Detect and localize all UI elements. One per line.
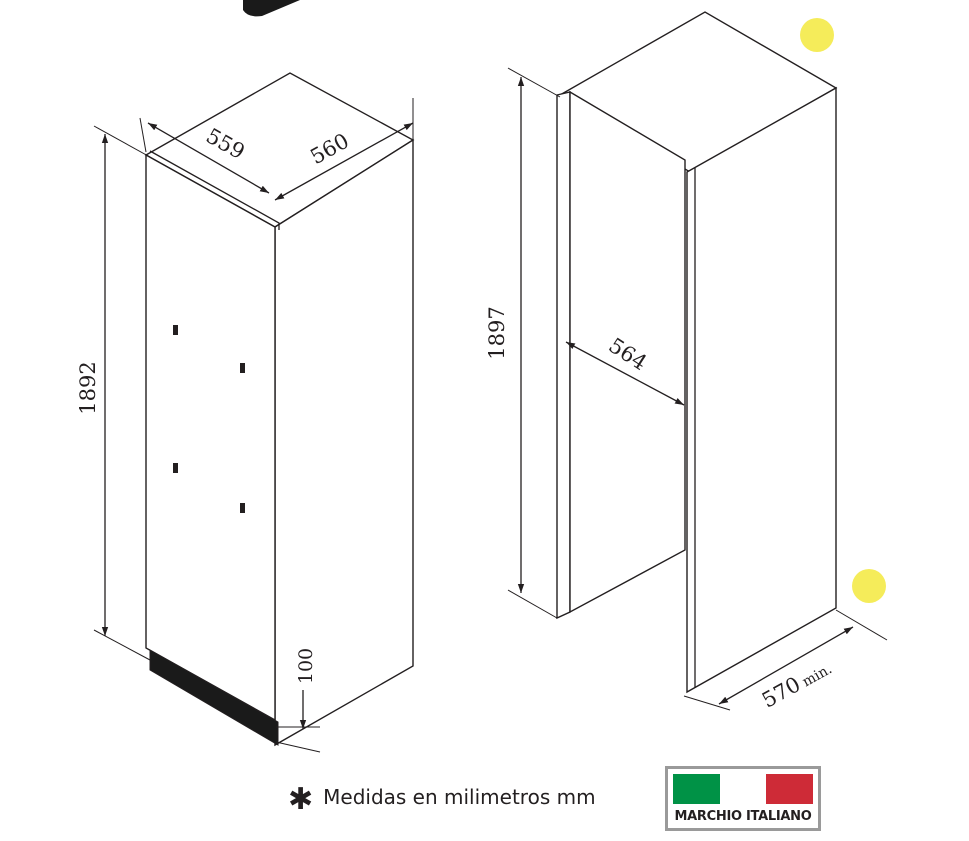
width-dimension-line	[274, 122, 414, 201]
niche-left-panel	[556, 91, 571, 620]
plinth-ext-bottom	[275, 741, 321, 753]
appliance-plinth	[149, 649, 279, 746]
niche-drawing: 1897 564 570 min.	[485, 11, 888, 713]
depth-dimension-line	[147, 122, 270, 194]
niche-width-ext-left	[683, 695, 731, 711]
door-hinge-3	[173, 463, 178, 473]
asterisk-icon: ✱	[288, 782, 314, 817]
niche-height-ext-top	[507, 67, 561, 98]
badge-label: MARCHIO ITALIANO	[674, 809, 812, 824]
flag-stripe-green	[673, 774, 720, 804]
marker-dot-bottom	[852, 569, 886, 603]
niche-width-ext-right	[835, 609, 888, 641]
niche-right-panel	[686, 86, 837, 694]
marker-dot-top	[800, 18, 834, 52]
measurement-note: ✱ Medidas en milimetros mm	[288, 782, 596, 817]
plinth-height-label: 100	[295, 648, 317, 684]
measurement-note-text: Medidas en milimetros mm	[323, 785, 596, 809]
niche-width-dimension-line	[718, 626, 854, 705]
appliance-drawing: 1892 559 560 100	[76, 72, 415, 753]
niche-height-ext-bottom	[507, 589, 558, 619]
appliance-front-door	[145, 153, 276, 722]
marchio-italiano-badge: MARCHIO ITALIANO	[665, 766, 821, 831]
depth-ext-left	[139, 117, 147, 153]
niche-width-suffix: min.	[800, 661, 835, 690]
door-hinge-4	[240, 503, 245, 513]
door-hinge-2	[240, 363, 245, 373]
niche-height-label: 1897	[485, 306, 509, 359]
cropped-product-shape	[243, 0, 300, 17]
flag-stripe-white	[719, 774, 767, 804]
appliance-height-label: 1892	[76, 361, 100, 414]
height-ext-top	[93, 125, 151, 158]
flag-stripe-red	[766, 774, 814, 804]
height-ext-bottom	[93, 629, 151, 661]
door-hinge-1	[173, 325, 178, 335]
niche-width-label: 570 min.	[758, 655, 836, 713]
italian-flag-icon	[673, 774, 814, 804]
niche-depth-dimension-line	[565, 341, 685, 406]
